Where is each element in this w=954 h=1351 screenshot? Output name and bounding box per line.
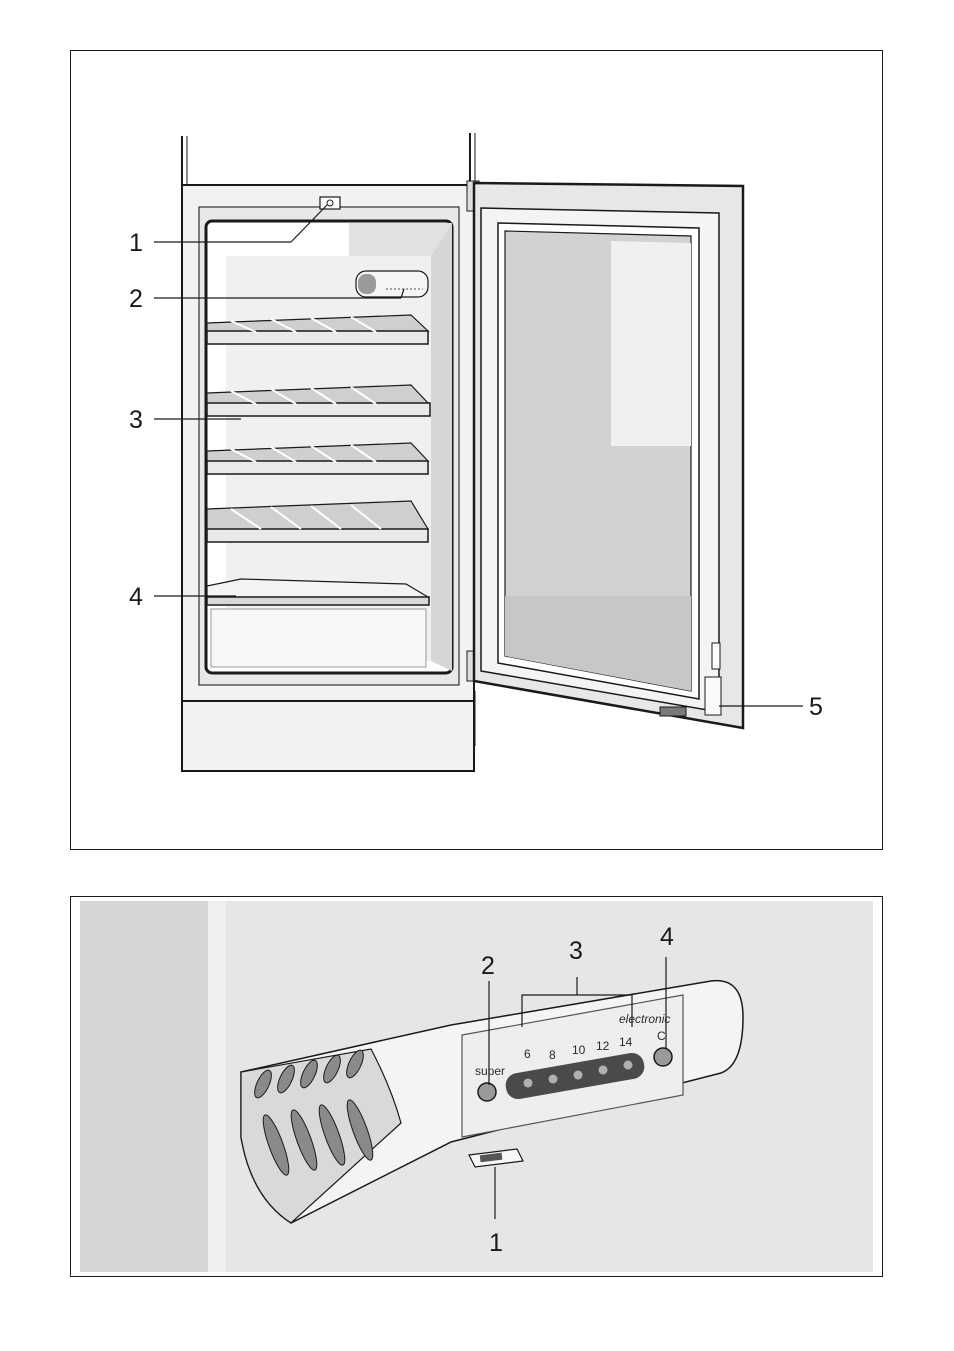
glass-reflection [611,241,691,446]
door-alarm-switch [705,677,721,715]
callout-3: 3 [569,937,583,965]
super-button[interactable] [478,1083,496,1101]
side-wall-shade [431,223,452,671]
temp-label-8: 8 [549,1048,556,1062]
open-door [474,183,743,728]
callout-4: 4 [660,923,674,951]
control-panel-figure: super 6 8 10 12 14 C electronic 1 2 3 4 [70,896,883,1277]
led-10 [574,1071,583,1080]
control-panel-illustration: super 6 8 10 12 14 C electronic 1 2 3 4 [71,897,882,1276]
temp-label-10: 10 [572,1043,586,1057]
temp-label-12: 12 [596,1039,610,1053]
interior-light [320,197,340,209]
door-latch [712,643,720,669]
background-edge [208,901,226,1272]
bottom-compartment [211,609,426,667]
temp-label-14: 14 [619,1035,633,1049]
brand-label: electronic [619,1012,670,1026]
callout-4: 4 [129,583,143,611]
callout-2: 2 [481,952,495,980]
wine-shelf-4 [207,501,428,542]
led-14 [624,1061,633,1070]
unit-label: C [657,1029,666,1043]
callout-5: 5 [809,693,823,721]
callout-2: 2 [129,285,143,313]
callout-1: 1 [129,229,143,257]
led-8 [549,1075,558,1084]
appliance-illustration: 1 2 3 4 5 [71,51,882,849]
led-12 [599,1066,608,1075]
callout-1: 1 [489,1229,503,1257]
celsius-button[interactable] [654,1048,672,1066]
appliance-figure: 1 2 3 4 5 [70,50,883,850]
door-handle-slot [660,707,686,716]
lower-compartment [182,701,474,771]
control-panel-vents [358,274,376,294]
callout-3: 3 [129,406,143,434]
super-label: super [475,1064,505,1078]
background-side [80,901,208,1272]
temp-label-6: 6 [524,1047,531,1061]
led-6 [524,1079,533,1088]
